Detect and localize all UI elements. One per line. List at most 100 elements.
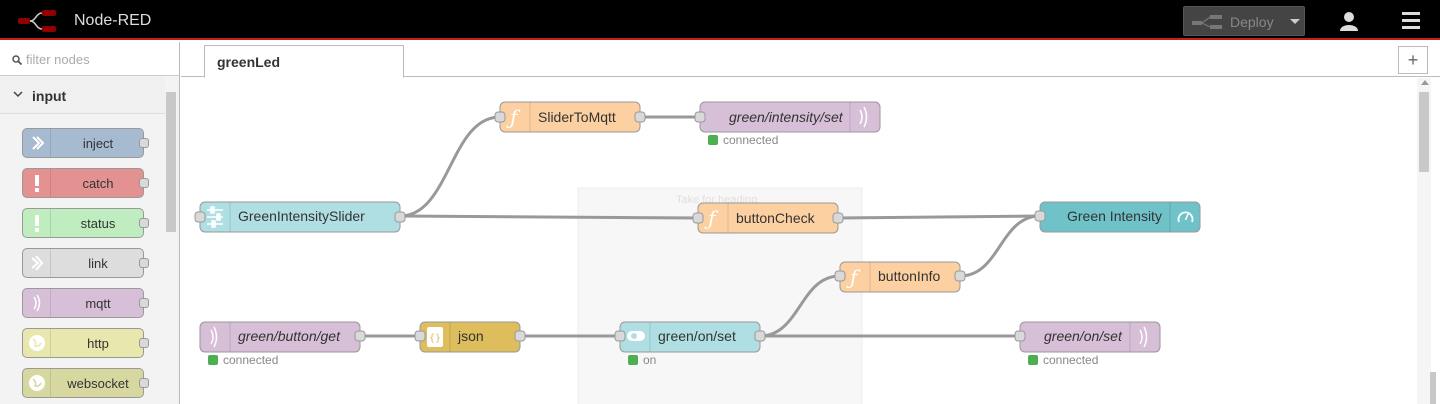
bridge-icon	[859, 106, 868, 128]
output-port	[139, 178, 149, 188]
function-icon: ƒ	[506, 105, 521, 129]
input-port[interactable]	[1034, 210, 1046, 222]
output-port	[139, 338, 149, 348]
tab-greenled[interactable]: greenLed	[204, 45, 404, 78]
workspace-scroll-thumb-lower[interactable]	[1430, 372, 1436, 404]
wire	[759, 274, 841, 338]
input-port[interactable]	[614, 330, 626, 342]
palette-node-mqtt[interactable]: mqtt	[22, 288, 149, 318]
input-port[interactable]	[494, 111, 506, 123]
node-label: buttonCheck	[736, 210, 816, 226]
flow-node-button-info[interactable]: ƒ buttonInfo	[834, 261, 966, 293]
node-label: Green Intensity	[1067, 208, 1162, 224]
link-icon	[23, 249, 51, 277]
palette-node-link[interactable]: link	[22, 248, 149, 278]
node-label: green/on/set	[1044, 328, 1123, 344]
palette-node-label: status	[80, 216, 116, 231]
search-icon	[12, 55, 22, 65]
header-bar: Node-RED Deploy	[0, 0, 1440, 40]
flow-node-green-intensity-slider[interactable]: GreenIntensitySlider	[194, 201, 406, 233]
deploy-dropdown-icon[interactable]	[1290, 19, 1300, 24]
function-icon: ƒ	[704, 206, 719, 230]
flow-node-switch-green-on-set[interactable]: green/on/set on	[614, 321, 766, 367]
add-tab-button[interactable]: +	[1398, 46, 1428, 74]
node-label: buttonInfo	[878, 268, 940, 284]
input-port[interactable]	[694, 111, 706, 123]
output-port	[139, 138, 149, 148]
chevron-down-icon	[13, 91, 23, 98]
flow-node-mqtt-button-get[interactable]: green/button/get connected	[199, 321, 366, 367]
flow-node-mqtt-intensity-set[interactable]: green/intensity/set connected	[694, 101, 881, 147]
deploy-label: Deploy	[1230, 14, 1274, 30]
node-label: SliderToMqtt	[538, 109, 616, 125]
palette-node-label: http	[87, 336, 109, 351]
node-palette: filter nodes input inject catch status l…	[0, 42, 180, 404]
category-label: input	[32, 88, 67, 104]
node-label: json	[457, 328, 484, 344]
node-label: GreenIntensitySlider	[238, 208, 365, 224]
filter-placeholder: filter nodes	[26, 52, 90, 67]
node-red-logo-icon	[18, 10, 56, 32]
flow-node-mqtt-green-on-set[interactable]: green/on/set connected	[1014, 321, 1161, 367]
node-label: green/intensity/set	[729, 109, 844, 125]
output-port[interactable]	[954, 270, 966, 282]
alert-icon	[23, 169, 51, 197]
flow-workspace[interactable]: greenLed + Take for heading ƒ SliderToMq…	[181, 42, 1440, 404]
flow-canvas[interactable]: Take for heading ƒ SliderToMqtt	[181, 42, 1417, 404]
flow-node-slider-to-mqtt[interactable]: ƒ SliderToMqtt	[494, 101, 646, 133]
palette-node-http[interactable]: http	[22, 328, 149, 358]
wire	[837, 214, 1041, 220]
node-status-text: connected	[223, 353, 278, 367]
status-dot	[708, 135, 718, 145]
input-port[interactable]	[1014, 330, 1026, 342]
wire	[399, 214, 699, 220]
output-port[interactable]	[754, 330, 766, 342]
palette-scrollbar[interactable]	[166, 92, 176, 232]
status-dot	[1028, 355, 1038, 365]
output-port[interactable]	[394, 211, 406, 223]
palette-node-inject[interactable]: inject	[22, 128, 149, 158]
input-port[interactable]	[692, 212, 704, 224]
globe-icon	[23, 369, 51, 397]
filter-nodes-input[interactable]: filter nodes	[0, 42, 179, 76]
main-menu-icon[interactable]	[1400, 12, 1422, 30]
function-icon: ƒ	[846, 265, 861, 289]
user-icon[interactable]	[1338, 10, 1360, 32]
app-title: Node-RED	[74, 12, 152, 29]
output-port	[139, 218, 149, 228]
output-port[interactable]	[634, 111, 646, 123]
svg-text:{}: {}	[429, 333, 441, 344]
palette-node-status[interactable]: status	[22, 208, 149, 238]
palette-node-label: inject	[82, 136, 114, 151]
output-port	[139, 378, 149, 388]
bridge-icon	[1139, 326, 1148, 348]
node-label: green/on/set	[658, 328, 736, 344]
palette-node-websocket[interactable]: websocket	[22, 368, 149, 398]
globe-icon	[23, 329, 51, 357]
output-port	[139, 298, 149, 308]
bridge-icon	[23, 289, 51, 317]
slider-icon	[207, 206, 223, 228]
input-port[interactable]	[414, 330, 426, 342]
inject-icon	[23, 129, 51, 157]
bridge-icon	[210, 326, 218, 348]
palette-node-label: link	[88, 256, 108, 271]
palette-category-input[interactable]: input	[0, 76, 165, 114]
palette-node-label: mqtt	[85, 296, 111, 311]
palette-node-catch[interactable]: catch	[22, 168, 149, 198]
input-port[interactable]	[194, 211, 206, 223]
scroll-up-icon[interactable]	[1421, 80, 1429, 85]
flow-node-green-intensity-gauge[interactable]: Green Intensity	[1034, 201, 1201, 233]
node-status-text: connected	[1043, 353, 1098, 367]
output-port[interactable]	[514, 330, 526, 342]
input-port[interactable]	[834, 270, 846, 282]
output-port	[139, 258, 149, 268]
workspace-scroll-thumb[interactable]	[1419, 92, 1429, 172]
flow-node-json[interactable]: {} json	[414, 321, 526, 353]
workspace-tab-bar: greenLed +	[181, 42, 1440, 78]
node-label: green/button/get	[238, 328, 341, 344]
output-port[interactable]	[354, 330, 366, 342]
deploy-button[interactable]: Deploy	[1183, 6, 1305, 36]
flow-node-button-check[interactable]: ƒ buttonCheck	[692, 202, 844, 234]
output-port[interactable]	[832, 212, 844, 224]
